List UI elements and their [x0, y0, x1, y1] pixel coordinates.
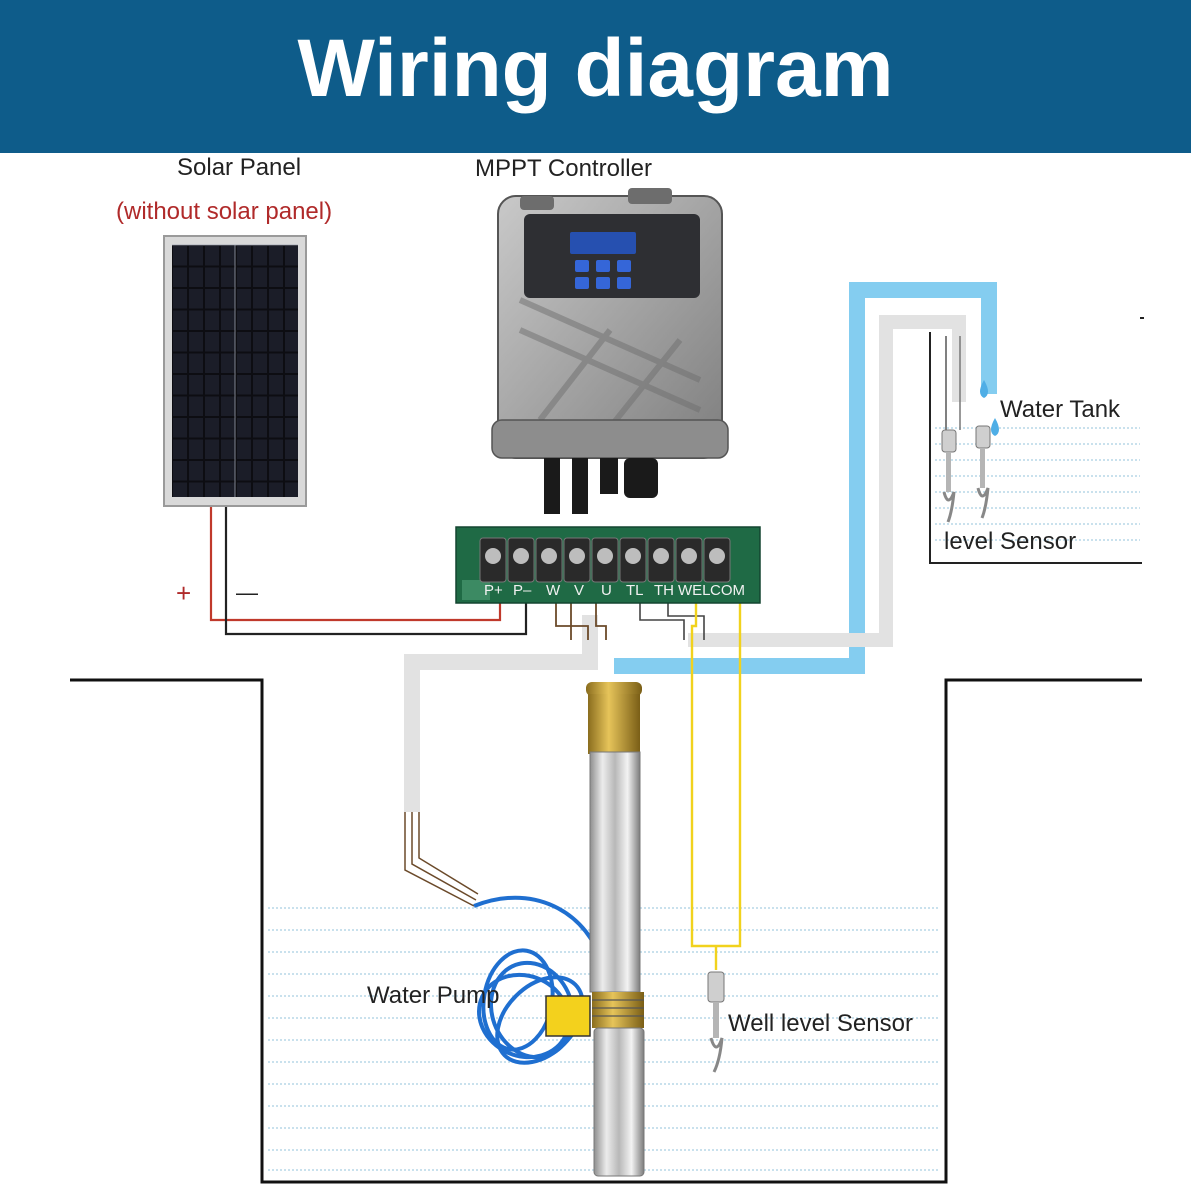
- solar-panel-note: (without solar panel): [116, 198, 333, 225]
- terminal-label: U: [601, 582, 612, 599]
- solar-panel: [163, 235, 307, 507]
- terminal-board: [455, 526, 761, 604]
- well-sensor-label: Well level Sensor: [728, 1010, 913, 1037]
- tank-sensor-label: level Sensor: [944, 528, 1077, 555]
- terminal-label: COM: [710, 582, 745, 599]
- plus-sign: +: [176, 578, 192, 608]
- terminal-label: WEL: [678, 582, 711, 599]
- tank-water-lines: [935, 427, 1140, 541]
- cable-tag: [545, 995, 591, 1037]
- terminal-label: TL: [626, 582, 644, 599]
- mppt-controller: [491, 188, 729, 514]
- pump-wires: [555, 598, 607, 640]
- solar-panel-label: Solar Panel: [177, 154, 302, 181]
- page-title: Wiring diagram: [297, 23, 894, 114]
- controller-label: MPPT Controller: [475, 155, 652, 182]
- negative-wire: [224, 505, 528, 636]
- terminal-label: W: [546, 582, 561, 599]
- positive-wire: [209, 505, 502, 622]
- water-tank-label: Water Tank: [1000, 396, 1121, 423]
- well-level-sensor: [707, 971, 725, 1073]
- tank-sensor-cable: [688, 315, 966, 647]
- water-pump: [586, 682, 645, 1177]
- tank-outline: [929, 332, 1142, 564]
- terminal-label: P–: [513, 582, 532, 599]
- tank-sensor-wires: [639, 598, 705, 640]
- well-outline: [70, 678, 1142, 1184]
- water-drop-icon: [980, 380, 999, 436]
- title-banner: [0, 0, 1191, 153]
- water-pipe: [614, 282, 997, 674]
- pump-wire-leads: [404, 812, 479, 907]
- pump-cable: [404, 615, 598, 812]
- water-pump-label: Water Pump: [367, 982, 500, 1009]
- well-sensor-wires: [690, 598, 742, 970]
- terminal-label: V: [574, 582, 585, 599]
- terminal-label: TH: [654, 582, 674, 599]
- minus-sign: —: [236, 580, 258, 605]
- tank-level-sensor: [941, 425, 991, 523]
- terminal-label: P+: [484, 582, 503, 599]
